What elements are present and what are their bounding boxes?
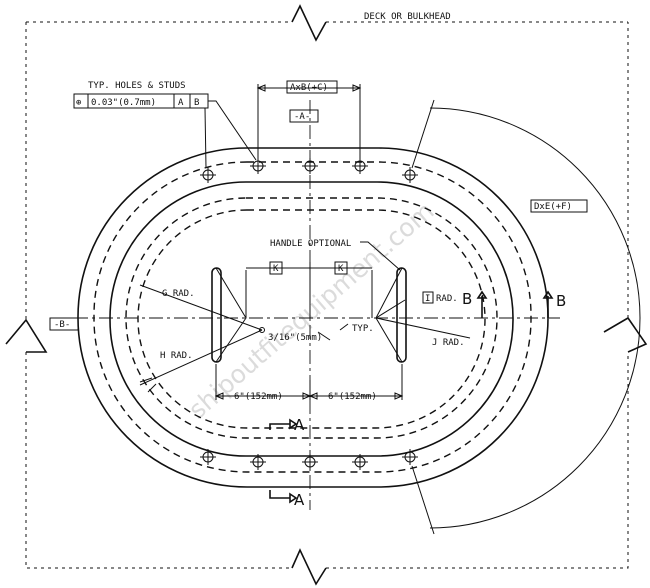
radius-leaders (139, 267, 471, 386)
bolt-hole (200, 167, 216, 183)
k-label-2: K (338, 264, 344, 274)
section-b-marks: B B (462, 290, 566, 318)
bolt-hole (352, 158, 368, 174)
fcf-tolerance: 0.03"(0.7mm) (91, 98, 156, 108)
typ-label: TYP. (352, 324, 374, 334)
deck-boundary (25, 21, 629, 569)
deck-label: DECK OR BULKHEAD (364, 12, 451, 22)
dim-6-right-label: 6"(152mm) (328, 392, 377, 402)
dim-316-label: 3/16"(5mm) (268, 333, 322, 343)
bolt-hole (302, 158, 318, 174)
fcf-datum-b: B (194, 98, 199, 108)
section-b-left-label: B (462, 290, 472, 308)
inner-opening (109, 181, 514, 457)
fcf-datum-a: A (178, 98, 184, 108)
j-rad-label: J RAD. (432, 338, 465, 348)
i-rad-label: RAD. (436, 294, 458, 304)
bolt-hole (352, 454, 368, 470)
handle-optional-label: HANDLE OPTIONAL (270, 239, 351, 249)
section-b-right-label: B (556, 292, 566, 310)
bolt-hole (200, 449, 216, 465)
dashed-flange-inner (125, 197, 498, 439)
section-a-top-label: A (294, 416, 305, 434)
datum-b-label: -B- (54, 320, 70, 330)
break-lines (5, 4, 648, 586)
dim-dxef-label: DxE(+F) (534, 202, 572, 212)
handle-optional-callout: HANDLE OPTIONAL (270, 239, 401, 271)
dim-axbc: AxB(+C) (256, 80, 362, 160)
right-handle (396, 267, 407, 363)
typ-holes-label: TYP. HOLES & STUDS (88, 81, 186, 91)
bolt-hole (302, 454, 318, 470)
datum-a-label: -A- (294, 112, 310, 122)
dim-axbc-label: AxB(+C) (290, 83, 328, 93)
bolt-hole (402, 449, 418, 465)
section-a-bot-label: A (294, 491, 305, 509)
dim-6in: 6"(152mm) 6"(152mm) (214, 364, 404, 402)
dim-k: K K (245, 261, 373, 318)
bolt-hole (250, 158, 266, 174)
i-box-label: I (425, 294, 430, 304)
section-a-marks: A A (269, 416, 305, 509)
i-box (422, 291, 434, 304)
h-rad-label: H RAD. (160, 351, 193, 361)
bolt-hole (250, 454, 266, 470)
rad-ticks (139, 377, 157, 393)
bolt-holes (200, 158, 418, 470)
fcf-symbol: ⊕ (76, 98, 81, 108)
dashed-flange-inner2 (137, 209, 486, 429)
left-handle (211, 267, 222, 363)
bolt-hole (402, 167, 418, 183)
datum-a: -A- (289, 109, 319, 123)
g-rad-label: G RAD. (162, 289, 195, 299)
typ-holes-callout: TYP. HOLES & STUDS ⊕ 0.03"(0.7mm) A B (73, 81, 257, 169)
k-label-1: K (273, 264, 279, 274)
dim-dxef: DxE(+F) (411, 99, 641, 535)
datum-b: -B- (49, 317, 79, 331)
dim-6-left-label: 6"(152mm) (234, 392, 283, 402)
